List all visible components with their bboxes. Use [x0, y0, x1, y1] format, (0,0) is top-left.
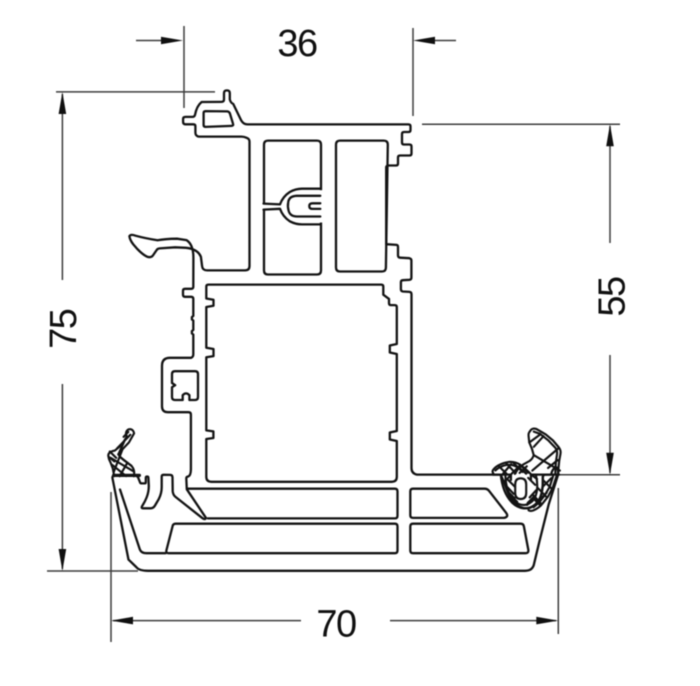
svg-text:55: 55 — [592, 277, 634, 317]
svg-text:36: 36 — [277, 23, 317, 65]
svg-text:70: 70 — [316, 604, 356, 646]
svg-text:75: 75 — [43, 309, 85, 349]
